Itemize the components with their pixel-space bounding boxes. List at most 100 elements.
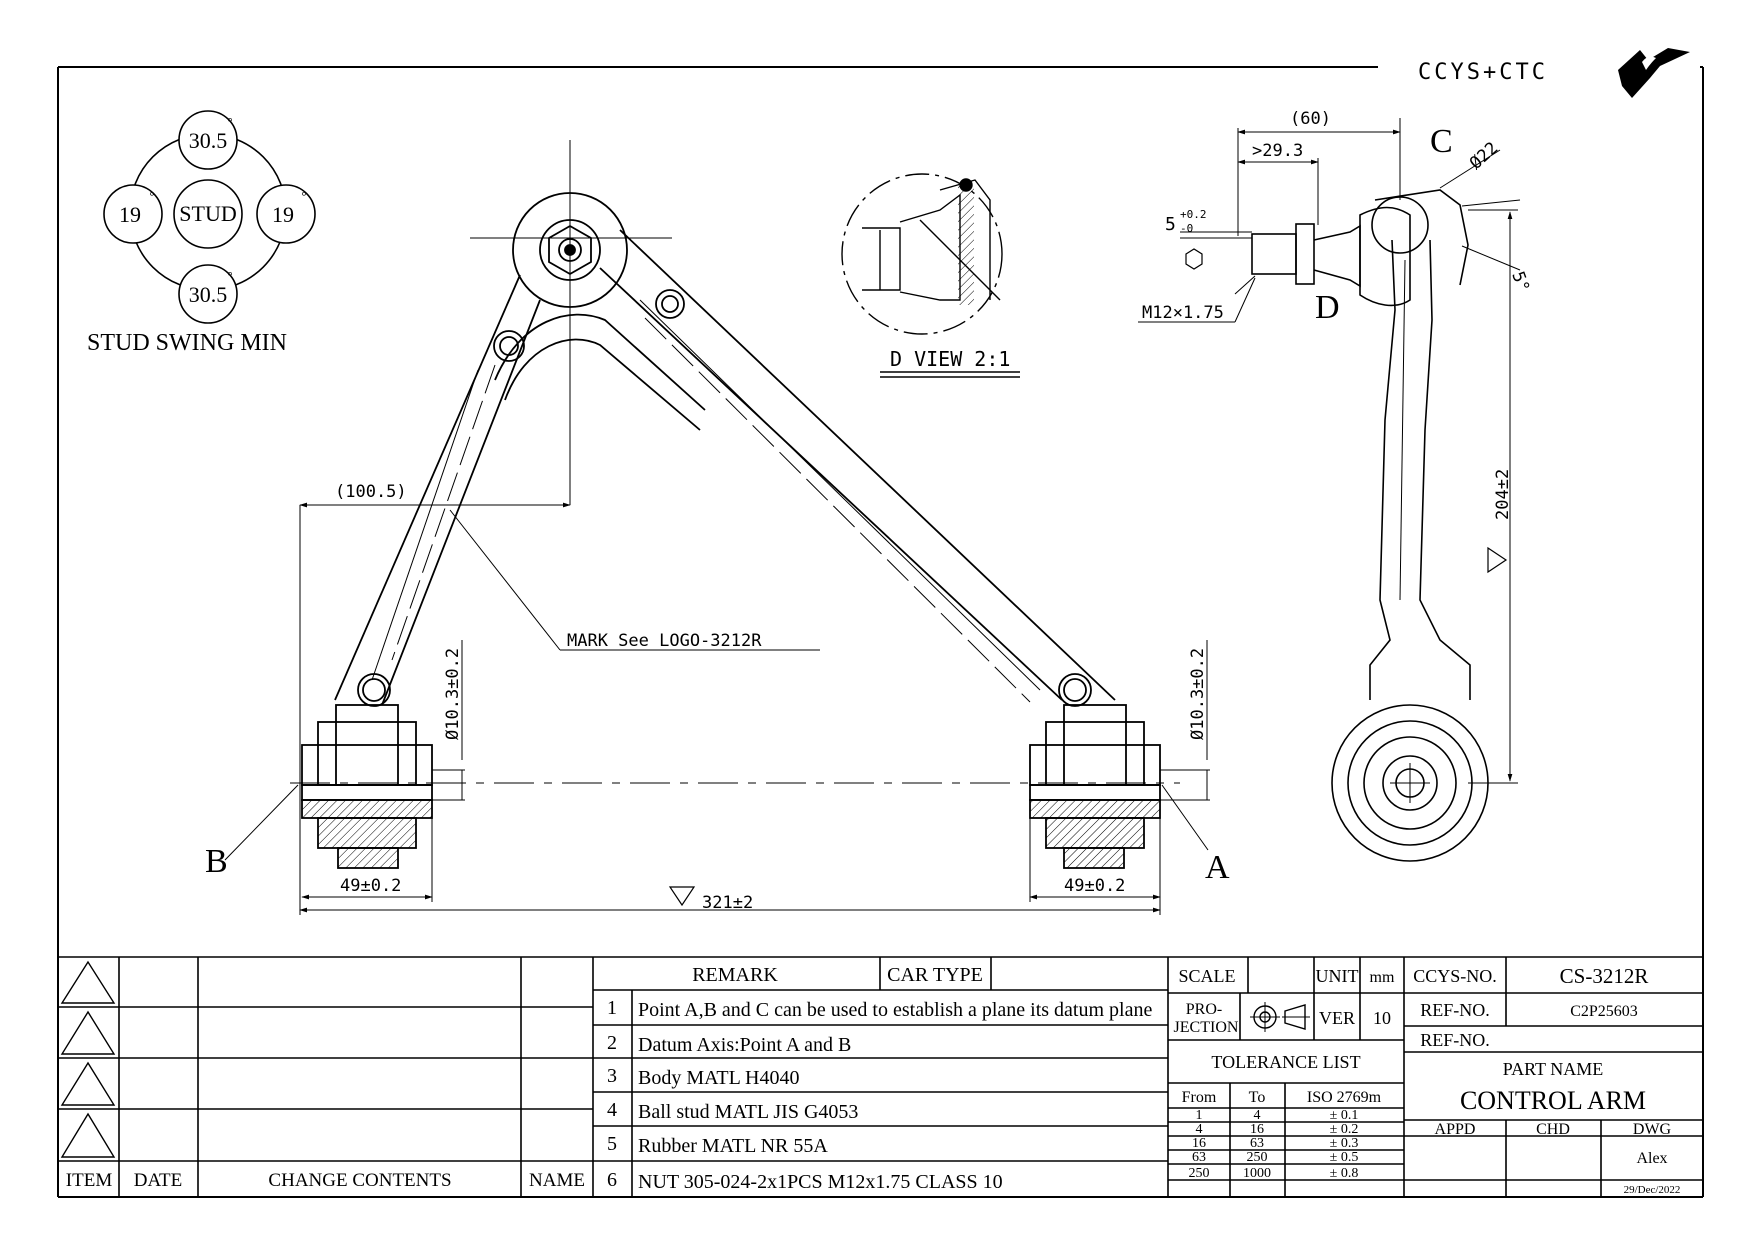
svg-text:1: 1 <box>607 997 617 1019</box>
svg-text:To: To <box>1249 1089 1266 1106</box>
rev-header-item: ITEM <box>66 1170 113 1191</box>
ccys-no-value: CS-3212R <box>1560 964 1649 988</box>
point-b-label: B <box>205 843 228 880</box>
drawer-name: Alex <box>1636 1150 1667 1167</box>
svg-text:63: 63 <box>1192 1150 1206 1165</box>
svg-text:4: 4 <box>1254 1108 1261 1123</box>
point-c-label: C <box>1430 123 1453 160</box>
point-d-label: D <box>1315 289 1340 326</box>
remark-1: Point A,B and C can be used to establish… <box>638 999 1152 1021</box>
svg-text:16: 16 <box>1250 1122 1264 1137</box>
ver-value: 10 <box>1373 1008 1391 1028</box>
remark-header: REMARK <box>692 964 778 986</box>
title-block-text: SCALE UNIT mm PRO- JECTION VER 10 TOLERA… <box>1174 964 1681 1196</box>
svg-text:250: 250 <box>1247 1150 1268 1165</box>
swing-left-value: 19 <box>119 202 141 227</box>
hex-nut-icon <box>1185 248 1203 270</box>
car-type-header: CAR TYPE <box>887 964 983 986</box>
thread-dim: M12×1.75 <box>1142 303 1224 323</box>
sheet-border <box>57 66 1704 1198</box>
stud-swing-title: STUD SWING MIN <box>87 330 287 356</box>
unit-value: mm <box>1370 969 1395 986</box>
side-total-dim: (60) <box>1290 109 1331 129</box>
svg-text:5: 5 <box>607 1133 617 1155</box>
svg-text:ISO 2769m: ISO 2769m <box>1307 1089 1382 1106</box>
revision-table-headers: ITEM DATE CHANGE CONTENTS NAME <box>66 1170 585 1191</box>
ccys-no-label: CCYS-NO. <box>1413 966 1497 986</box>
svg-text:°: ° <box>301 188 306 203</box>
company-logo: CCYS+CTC <box>1418 48 1690 98</box>
side-view-dimensions <box>1138 118 1521 784</box>
svg-text:3: 3 <box>607 1065 617 1087</box>
swing-bottom-value: 30.5 <box>189 282 228 307</box>
scale-label: SCALE <box>1178 966 1235 986</box>
svg-text:1: 1 <box>1196 1108 1203 1123</box>
svg-text:± 0.8: ± 0.8 <box>1330 1166 1359 1181</box>
stud-swing-labels: 30.5 30.5 19 19 STUD ° ° ° ° STUD SWING … <box>87 114 307 356</box>
stud-swing-diagram <box>103 110 316 324</box>
svg-text:6: 6 <box>607 1169 617 1191</box>
svg-text:63: 63 <box>1250 1136 1264 1151</box>
span-dim: 321±2 <box>702 893 753 913</box>
dwg-label: DWG <box>1633 1121 1672 1138</box>
bush-width-left-dim: 49±0.2 <box>340 876 401 896</box>
chd-label: CHD <box>1536 1121 1570 1138</box>
nut-tol-low: -0 <box>1180 222 1193 235</box>
projection-cone-icon <box>1284 1004 1306 1030</box>
point-a-label: A <box>1205 849 1230 886</box>
side-offset-dim: >29.3 <box>1252 141 1303 161</box>
svg-text:4: 4 <box>607 1099 617 1121</box>
ver-label: VER <box>1319 1008 1355 1028</box>
svg-text:± 0.2: ± 0.2 <box>1330 1122 1359 1137</box>
projection-label-1: PRO- <box>1186 1001 1222 1018</box>
nut-tol-up: +0.2 <box>1180 208 1207 221</box>
svg-text:1000: 1000 <box>1243 1166 1271 1181</box>
rev-header-name: NAME <box>529 1170 585 1191</box>
front-view-dimension-text: (100.5) 49±0.2 49±0.2 321±2 MARK See LOG… <box>335 482 1208 913</box>
projection-label-2: JECTION <box>1174 1019 1239 1036</box>
svg-text:°: ° <box>149 188 154 203</box>
svg-text:± 0.1: ± 0.1 <box>1330 1108 1359 1123</box>
angle-dim: 5° <box>1507 269 1533 295</box>
unit-label: UNIT <box>1316 966 1359 986</box>
nut-tol-base: 5 <box>1165 214 1176 235</box>
remark-2: Datum Axis:Point A and B <box>638 1034 851 1056</box>
bush-dia-right-dim: Ø10.3±0.2 <box>1188 648 1208 740</box>
d-view-caption: D VIEW 2:1 <box>880 347 1020 378</box>
remark-5: Rubber MATL NR 55A <box>638 1135 828 1157</box>
ref-no-label: REF-NO. <box>1420 1000 1490 1020</box>
bush-dia-left-dim: Ø10.3±0.2 <box>443 648 463 740</box>
title-block <box>1168 956 1703 1197</box>
swing-top-value: 30.5 <box>189 128 228 153</box>
ref-no-label-2: REF-NO. <box>1420 1030 1490 1050</box>
svg-text:16: 16 <box>1192 1136 1206 1151</box>
bush-width-right-dim: 49±0.2 <box>1064 876 1125 896</box>
revision-table <box>58 956 594 1197</box>
front-view-dimensions <box>224 502 1210 915</box>
side-view-dimension-text: (60) >29.3 5 +0.2 -0 M12×1.75 Ø22 204±2 … <box>1142 109 1533 574</box>
part-name-label: PART NAME <box>1503 1059 1603 1079</box>
svg-text:From: From <box>1182 1089 1217 1106</box>
control-arm-front-view <box>290 140 1180 869</box>
remarks-text: REMARK CAR TYPE 1 Point A,B and C can be… <box>607 964 1152 1193</box>
offset-dim: (100.5) <box>335 482 407 502</box>
control-arm-side-view <box>1185 189 1489 862</box>
svg-text:°: ° <box>227 114 232 129</box>
svg-text:2: 2 <box>607 1032 617 1054</box>
drawing-date: 29/Dec/2022 <box>1624 1184 1681 1196</box>
svg-text:D VIEW 2:1: D VIEW 2:1 <box>890 347 1010 371</box>
part-name-value: CONTROL ARM <box>1460 1086 1646 1115</box>
remark-3: Body MATL H4040 <box>638 1067 799 1089</box>
tolerance-title: TOLERANCE LIST <box>1211 1052 1360 1072</box>
mark-note: MARK See LOGO-3212R <box>567 631 762 651</box>
svg-text:± 0.5: ± 0.5 <box>1330 1150 1359 1165</box>
remark-6: NUT 305-024-2x1PCS M12x1.75 CLASS 10 <box>638 1171 1003 1193</box>
remarks-table <box>593 956 1169 1197</box>
logo-text: CCYS+CTC <box>1418 60 1548 85</box>
rev-header-date: DATE <box>134 1170 183 1191</box>
svg-text:°: ° <box>227 268 232 283</box>
svg-text:± 0.3: ± 0.3 <box>1330 1136 1359 1151</box>
ref-no-value: C2P25603 <box>1570 1003 1638 1020</box>
svg-text:4: 4 <box>1196 1122 1203 1137</box>
